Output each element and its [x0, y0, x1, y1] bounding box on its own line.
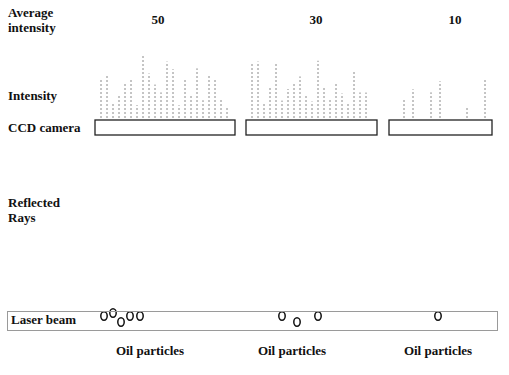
laser-beam-band: Laser beam: [7, 311, 498, 331]
ccd-camera-box: [389, 120, 492, 135]
oil-particle: [279, 312, 285, 320]
intensity-bars: [404, 80, 485, 118]
band-label: Laser beam: [8, 312, 497, 328]
particle-label: Oil particles: [404, 343, 472, 358]
average-value: 50: [152, 12, 165, 27]
row-label: CCD camera: [8, 120, 81, 135]
particle-label: Oil particles: [258, 343, 326, 358]
oil-particle: [137, 312, 143, 320]
oil-particle: [101, 312, 107, 320]
ccd-camera-box: [95, 120, 235, 135]
axis-title: Average intensity: [8, 5, 80, 35]
average-value: 10: [449, 12, 462, 27]
oil-particle: [315, 312, 321, 320]
oil-particle: [127, 312, 133, 320]
average-value: 30: [310, 12, 323, 27]
ccd-camera-box: [246, 120, 377, 135]
particle-label: Oil particles: [116, 343, 184, 358]
oil-particle: [435, 312, 441, 320]
intensity-bars: [252, 61, 366, 118]
oil-particle: [118, 318, 124, 326]
intensity-bars: [101, 56, 227, 118]
oil-particle: [294, 318, 300, 326]
row-label: Reflected Rays: [8, 195, 80, 225]
row-label: Intensity: [8, 88, 57, 103]
